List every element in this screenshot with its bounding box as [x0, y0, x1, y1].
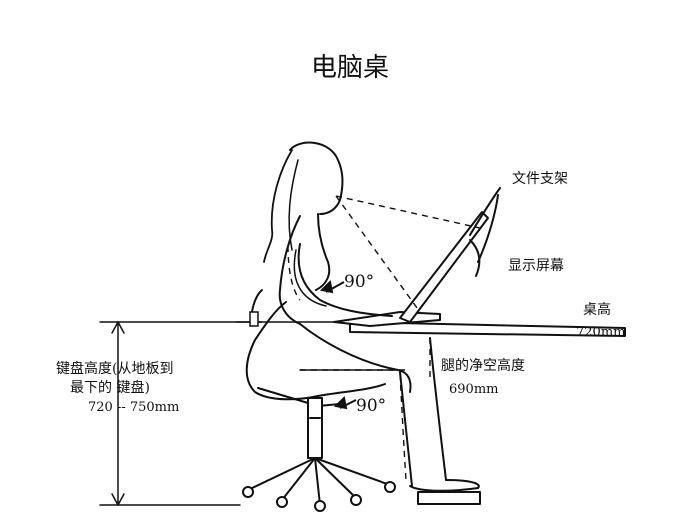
seat-profile: [245, 301, 386, 401]
shin-dashed-guide: [399, 373, 407, 481]
chair-leg-1: [247, 457, 316, 491]
chair-leg-2: [281, 457, 316, 501]
person-head: [289, 141, 344, 215]
person-sleeve: [293, 249, 327, 307]
desk-surface: [349, 321, 626, 337]
monitor-screen: [399, 211, 489, 323]
sight-line-to-keyboard: [335, 195, 421, 313]
document-holder-stand-2: [477, 194, 499, 263]
chair-leg-3: [314, 457, 321, 506]
document-holder-stand-1: [469, 187, 501, 236]
person-shin-back: [429, 337, 447, 481]
desk-height-label: 桌高: [583, 301, 611, 318]
arm-dashed-guide: [287, 245, 301, 301]
person-hair-2: [288, 159, 299, 251]
person-foot: [409, 479, 480, 492]
caster-4: [350, 494, 362, 506]
keyboard-height-label-line1: 键盘高度(从地板到: [56, 360, 173, 377]
leg-clearance-label: 腿的净空高度: [441, 357, 525, 374]
keyboard-height-value: 720 -- 750mm: [88, 400, 179, 415]
leg-clearance-value: 690mm: [449, 382, 498, 397]
elbow-angle-label: 90°: [344, 272, 374, 292]
person-shoe-sole: [417, 491, 481, 505]
caster-3: [314, 500, 326, 512]
keyboard-height-label-line2: 最下的 键盘): [70, 379, 150, 396]
person-thigh: [299, 323, 412, 393]
person-upper-arm: [297, 243, 393, 317]
monitor-label: 显示屏幕: [508, 258, 564, 274]
desk-height-value: 720mm: [576, 325, 625, 340]
caster-5: [384, 481, 396, 493]
document-holder-label: 文件支架: [512, 171, 568, 187]
caster-1: [242, 486, 254, 498]
chair-column: [307, 397, 323, 459]
chair-leg-4: [314, 457, 357, 499]
caster-2: [276, 496, 288, 508]
knee-angle-arrowhead: [333, 395, 348, 410]
person-shin-front: [399, 371, 413, 487]
person-chest: [315, 213, 331, 291]
diagram-title: 电脑桌: [311, 53, 389, 83]
sight-line-to-document: [335, 195, 481, 229]
knee-angle-label: 90°: [356, 396, 386, 416]
chair-armrest: [249, 311, 259, 327]
monitor-stand: [469, 239, 481, 277]
person-back: [278, 215, 301, 325]
person-hair: [263, 149, 293, 263]
chair-leg-5: [314, 457, 391, 486]
elbow-angle-arrowhead: [319, 279, 334, 294]
dimension-arrow-up: [111, 321, 125, 334]
